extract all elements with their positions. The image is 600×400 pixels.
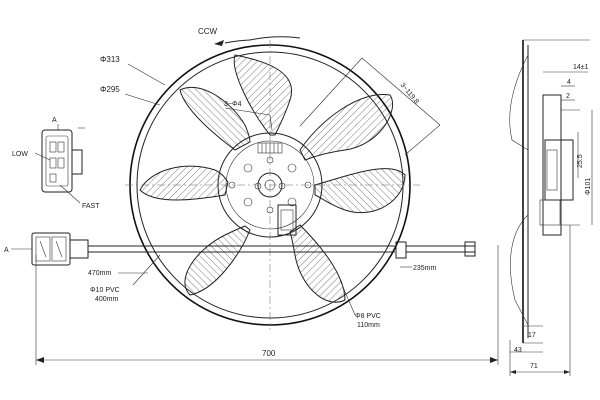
fast-label: FAST: [82, 203, 100, 210]
pin-4: [57, 157, 65, 169]
fan-blade: [289, 224, 346, 303]
low-leader: [34, 152, 51, 161]
fast-leader: [59, 184, 81, 204]
len-110-label: 110mm: [357, 322, 380, 329]
dia-outer-leader: [127, 63, 166, 86]
fan-blades: [139, 54, 406, 303]
len-470-label: 470mm: [88, 270, 112, 277]
plug-body: [31, 232, 71, 266]
wire-end-plug: [464, 241, 476, 257]
blade-dim-label: 3~Φ4: [224, 101, 242, 108]
dia-outer-label: Φ313: [100, 55, 120, 64]
ccw-arrow-head: [214, 40, 224, 46]
fan-side-view: 14±1 4 2 25.5 Φ101 17 43 71: [509, 39, 593, 376]
rotation-label: CCW: [198, 27, 218, 36]
pin-1: [49, 141, 57, 153]
pin-3: [49, 157, 57, 169]
fan-blade: [299, 93, 394, 161]
connector-a-label: A: [52, 117, 57, 124]
cable-8-label: Φ8 PVC: [355, 313, 381, 320]
len-400-label: 400mm: [95, 296, 119, 303]
span-dim-line: [361, 57, 441, 126]
len-235-label: 235mm: [413, 265, 437, 272]
fan-blade: [184, 225, 251, 296]
side-25-label: 25.5: [577, 154, 584, 168]
width-700-label: 700: [262, 349, 276, 358]
side-4-label: 4: [567, 79, 571, 86]
fan-blade: [314, 168, 406, 214]
dia-inner-label: Φ295: [100, 85, 120, 94]
motor-box: [277, 204, 297, 236]
side-motor: [542, 94, 562, 236]
connector-detail: A LOW FAST: [12, 117, 100, 210]
pin-5: [49, 173, 57, 183]
dia-inner-leader: [124, 93, 161, 106]
side-43-label: 43: [514, 347, 522, 354]
side-blade-profile: [509, 54, 529, 151]
fan-blade: [233, 54, 293, 136]
wire-clip: [395, 241, 407, 259]
side-2-label: 2: [566, 93, 570, 100]
connector-latch: [71, 149, 83, 175]
side-17-label: 17: [528, 332, 536, 339]
cable10-leader: [132, 254, 161, 286]
blade-dim-leader: [224, 107, 271, 116]
side-14-label: 14±1: [573, 64, 589, 71]
fan-front-view: CCW Φ313 Φ295 3~Φ4 3~119.8 470mm Φ10 PVC…: [35, 27, 499, 365]
fan-blade: [179, 86, 251, 151]
span-dim-label: 3~119.8: [398, 82, 419, 106]
a-marker-label: A: [4, 247, 9, 254]
fan-blade: [139, 165, 229, 201]
side-motor-cap: [544, 139, 574, 201]
ccw-arrow: [249, 36, 301, 41]
wire-plug: A: [4, 232, 89, 266]
motor-box-inner: [280, 209, 294, 231]
pin-2: [57, 141, 65, 153]
low-label: LOW: [12, 151, 28, 158]
connector-inner: [45, 135, 69, 187]
connector-body: [41, 129, 73, 193]
cable-10-label: Φ10 PVC: [90, 287, 120, 294]
cable8-leader: [339, 279, 356, 316]
side-101-label: Φ101: [585, 178, 592, 195]
side-71-label: 71: [530, 363, 538, 370]
